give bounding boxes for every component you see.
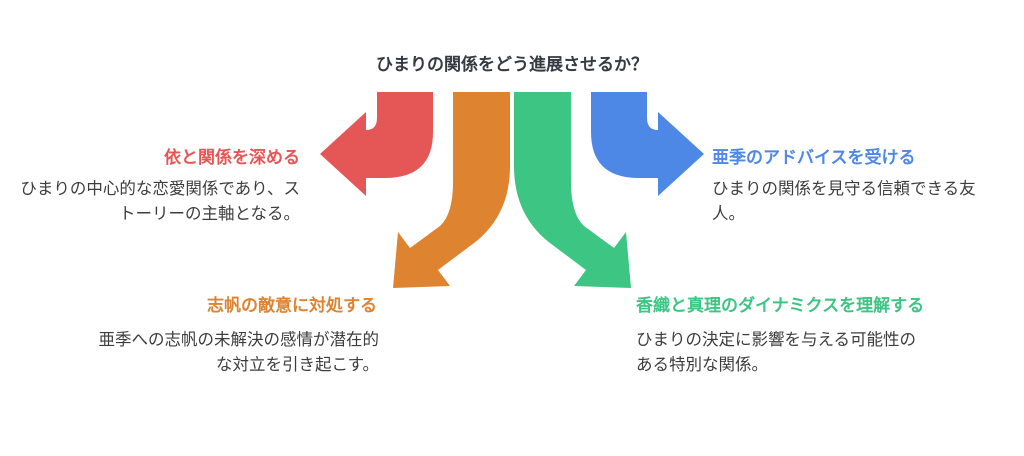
green-arrow bbox=[514, 92, 631, 288]
option-heading-deepen: 依と関係を深める bbox=[164, 148, 300, 168]
option-description-advice: ひまりの関係を見守る信頼できる友人。 bbox=[712, 179, 976, 223]
orange-arrow bbox=[393, 92, 510, 288]
blue-arrow bbox=[591, 92, 704, 196]
option-description-deepen: ひまりの中心的な恋愛関係であり、ストーリーの主軸となる。 bbox=[20, 179, 300, 223]
diagram-title: ひまりの関係をどう進展させるか？ bbox=[376, 55, 648, 75]
option-heading-dynamics: 香織と真理のダイナミクスを理解する bbox=[636, 296, 925, 316]
option-heading-advice: 亜季のアドバイスを受ける bbox=[712, 148, 916, 168]
option-description-dynamics: ひまりの決定に影響を与える可能性のある特別な関係。 bbox=[636, 330, 917, 374]
option-description-hostility: 亜季への志帆の未解決の感情が潜在的な対立を引き起こす。 bbox=[98, 330, 380, 374]
option-heading-hostility: 志帆の敵意に対処する bbox=[207, 296, 377, 316]
red-arrow bbox=[320, 92, 433, 196]
